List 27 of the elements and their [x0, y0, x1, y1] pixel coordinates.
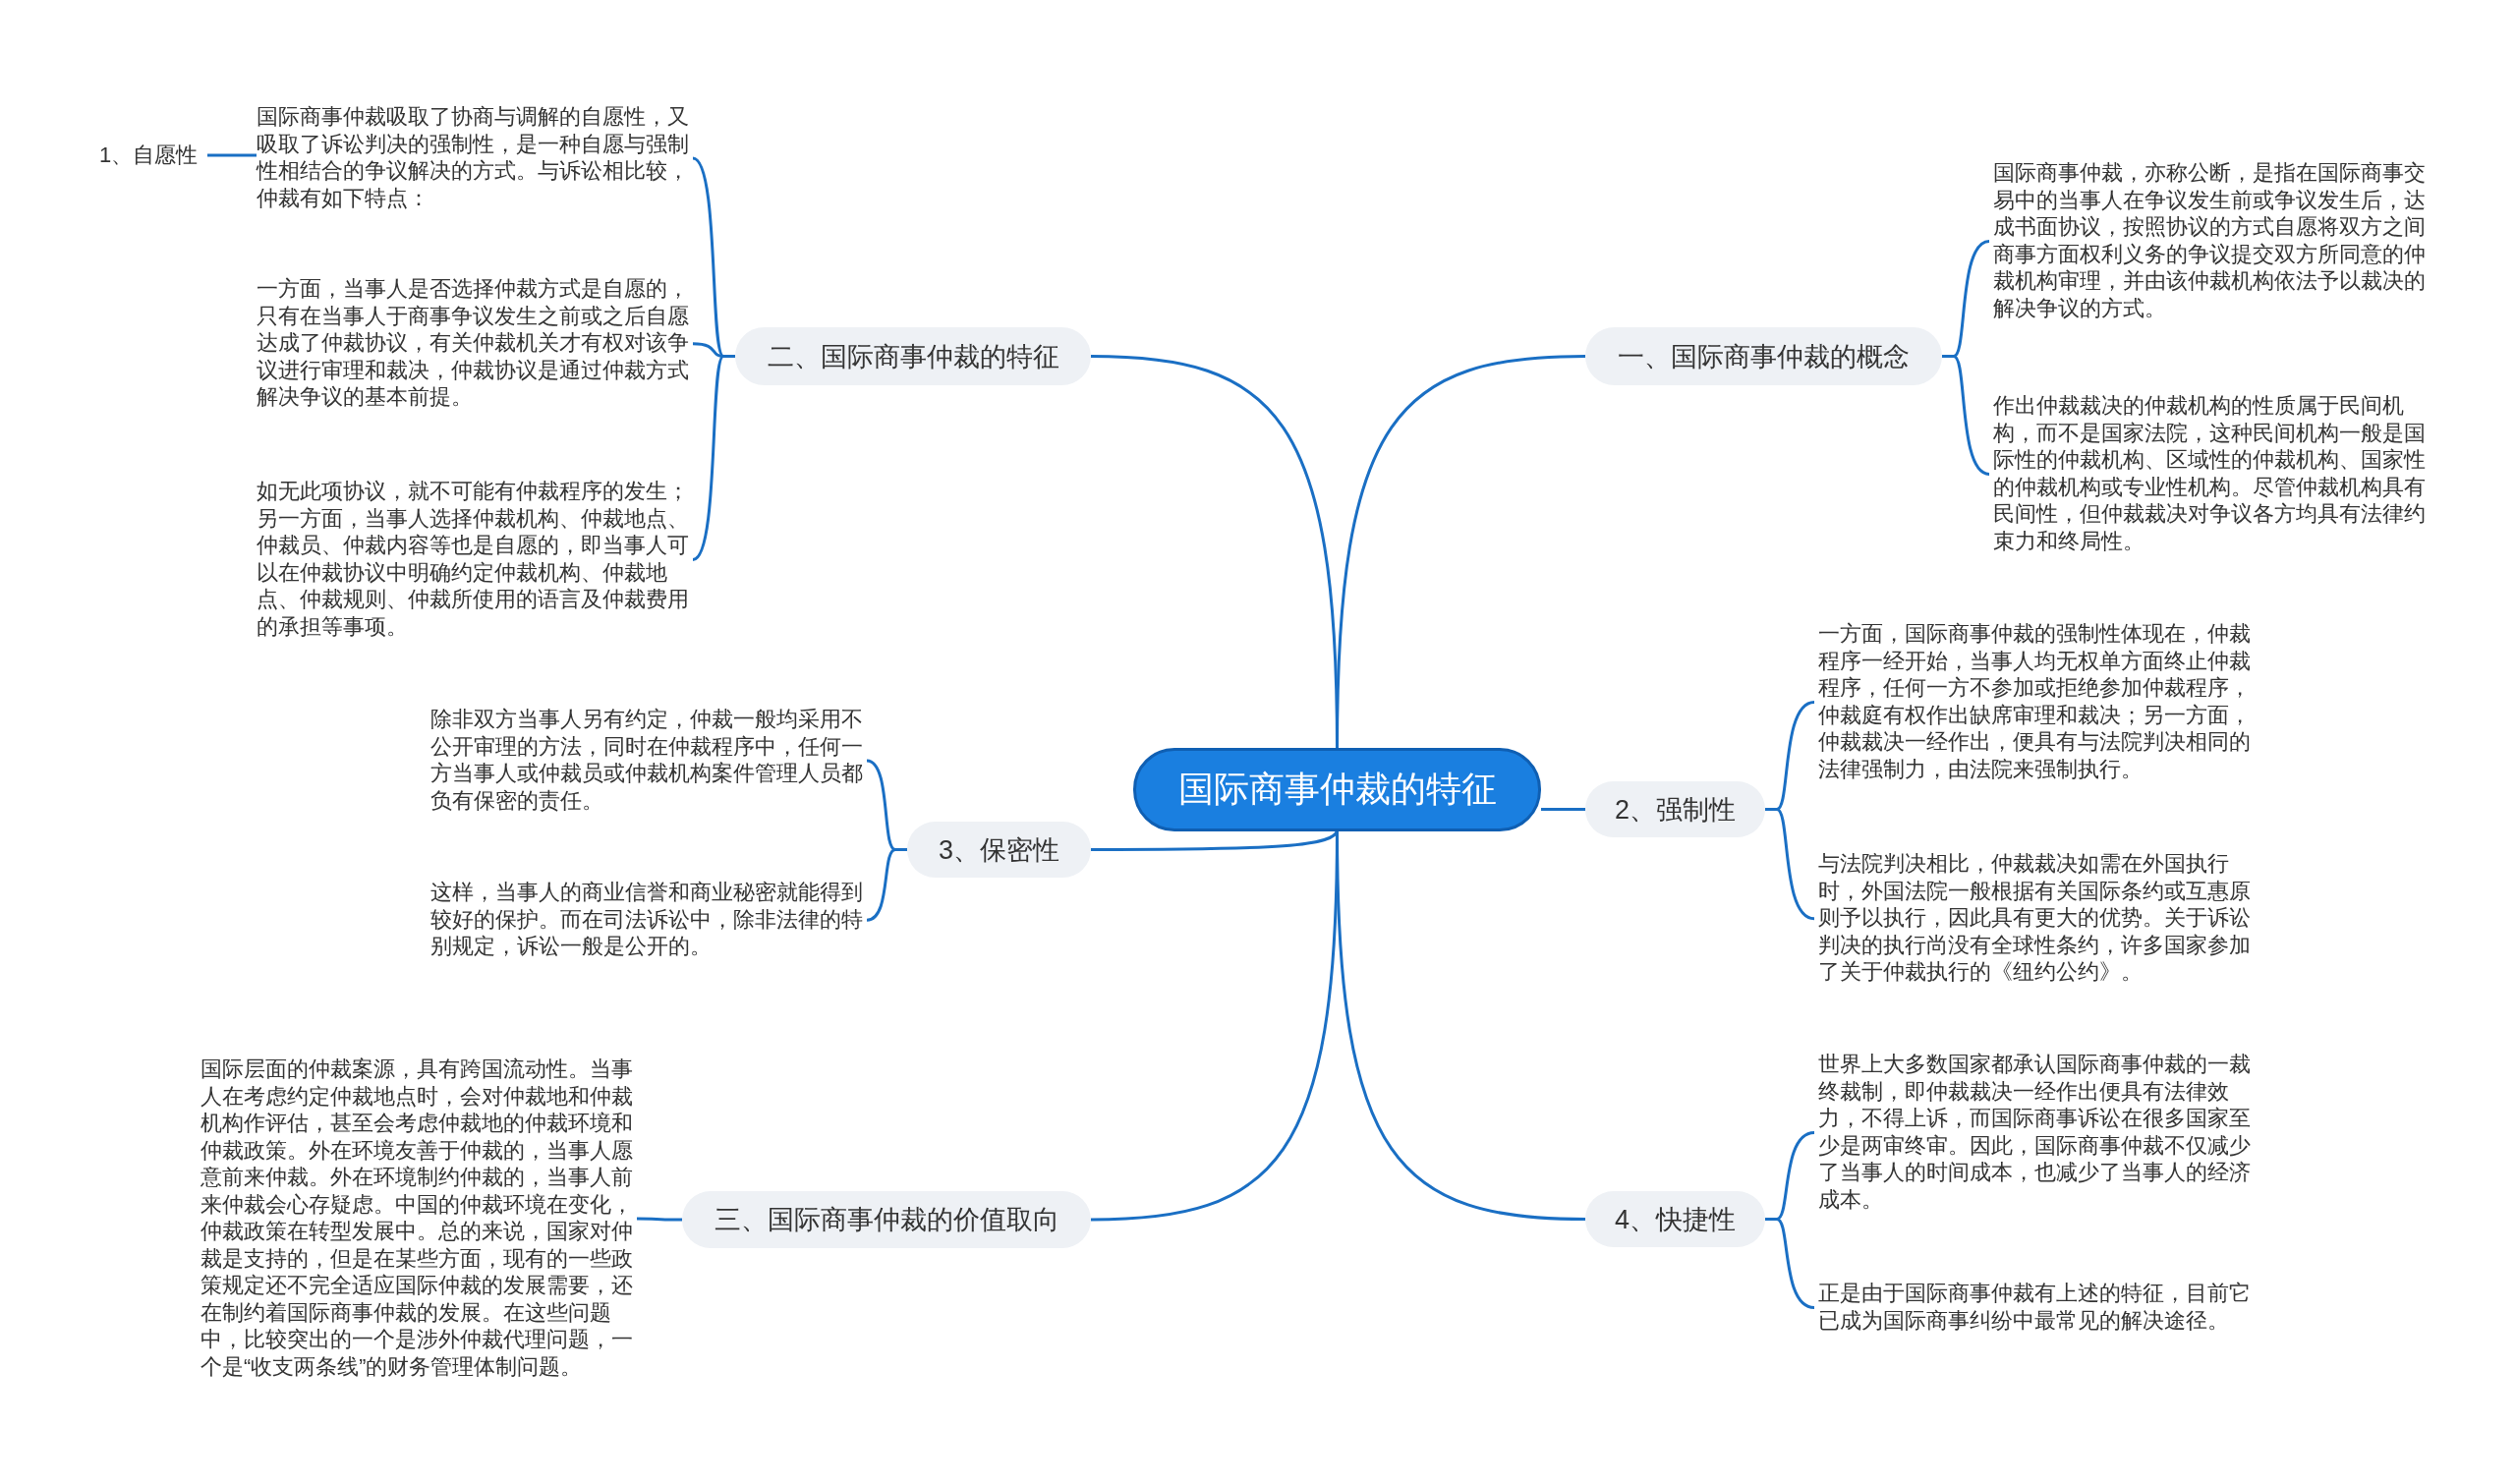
connector-line — [637, 1217, 682, 1222]
topic-pill: 一、国际商事仲裁的概念 — [1585, 327, 1942, 385]
connector-line — [1541, 808, 1585, 811]
note-text: 国际商事仲裁，亦称公断，是指在国际商事交易中的当事人在争议发生前或争议发生后，达成书面协议，按照协议的方式自愿将双方之间商事方面权利义务的争议提交双方所同意的仲裁机构审理，并由该仲裁机构依法予以裁决的解决争议的方式。 — [1993, 160, 2426, 322]
note-text: 一方面，当事人是否选择仲裁方式是自愿的，只有在当事人于商事争议发生之前或之后自愿达成了仲裁协议，有关仲裁机关才有权对该争议进行审理和裁决，仲裁协议是通过仲裁方式解决争议的基本前提。 — [257, 276, 689, 412]
topic-pill: 2、强制性 — [1585, 781, 1765, 837]
subtopic-label: 1、自愿性 — [99, 138, 207, 173]
topic-pill: 三、国际商事仲裁的价值取向 — [682, 1191, 1091, 1248]
note-text: 除非双方当事人另有约定，仲裁一般均采用不公开审理的方法，同时在仲裁程序中，任何一方当事人或仲裁员或仲裁机构案件管理人员都负有保密的责任。 — [430, 707, 863, 815]
note-text: 与法院判决相比，仲裁裁决如需在外国执行时，外国法院一般根据有关国际条约或互惠原则予以执行，因此具有更大的优势。关于诉讼判决的执行尚没有全球性条约，许多国家参加了关于仲裁执行的《纽约公约》。 — [1818, 851, 2251, 987]
central-topic: 国际商事仲裁的特征 — [1133, 748, 1541, 831]
note-text: 一方面，国际商事仲裁的强制性体现在，仲裁程序一经开始，当事人均无权单方面终止仲裁程序，任何一方不参加或拒绝参加仲裁程序，仲裁庭有权作出缺席审理和裁决；另一方面，仲裁裁决一经作出，便具有与法院判决相同的法律强制力，由法院来强制执行。 — [1818, 621, 2251, 783]
note-text: 这样，当事人的商业信誉和商业秘密就能得到较好的保护。而在司法诉讼中，除非法律的特别规定，诉讼一般是公开的。 — [430, 880, 863, 961]
connector-line — [1765, 808, 1815, 921]
topic-pill: 二、国际商事仲裁的特征 — [735, 327, 1091, 385]
topic-pill: 3、保密性 — [907, 822, 1091, 878]
connector-line — [207, 153, 257, 157]
topic-pill: 4、快捷性 — [1585, 1191, 1765, 1247]
connector-line — [1765, 1218, 1815, 1309]
note-text: 国际层面的仲裁案源，具有跨国流动性。当事人在考虑约定仲裁地点时，会对仲裁地和仲裁机构作评估，甚至会考虑仲裁地的仲裁环境和仲裁政策。外在环境友善于仲裁的，当事人愿意前来仲裁。外在环境制约仲裁的，当事人前来仲裁会心存疑虑。中国的仲裁环境在变化，仲裁政策在转型发展中。总的来说，国家对仲裁是支持的，但是在某些方面，现有的一些政策规定还不完全适应国际仲裁的发展需要，还在制约着国际商事仲裁的发展。在这些问题中，比较突出的一个是涉外仲裁代理问题，一个是“收支两条线”的财务管理体制问题。 — [200, 1056, 633, 1381]
note-text: 如无此项协议，就不可能有仲裁程序的发生；另一方面，当事人选择仲裁机构、仲裁地点、仲裁员、仲裁内容等也是自愿的，即当事人可以在仲裁协议中明确约定仲裁机构、仲裁地点、仲裁规则、仲裁所使用的语言及仲裁费用的承担等事项。 — [257, 479, 689, 641]
note-text: 正是由于国际商事仲裁有上述的特征，目前它已成为国际商事纠纷中最常见的解决途径。 — [1818, 1281, 2251, 1335]
connector-line — [866, 848, 907, 922]
connector-line — [1942, 355, 1990, 476]
note-text: 世界上大多数国家都承认国际商事仲裁的一裁终裁制，即仲裁裁决一经作出便具有法律效力，不得上诉，而国际商事诉讼在很多国家至少是两审终审。因此，国际商事仲裁不仅减少了当事人的时间成本，也减少了当事人的经济成本。 — [1818, 1052, 2251, 1214]
note-text: 作出仲裁裁决的仲裁机构的性质属于民间机构，而不是国家法院，这种民间机构一般是国际性的仲裁机构、区域性的仲裁机构、国家性的仲裁机构或专业性机构。尽管仲裁机构具有民间性，但仲裁裁决对争议各方均具有法律约束力和终局性。 — [1993, 393, 2426, 555]
note-text: 国际商事仲裁吸取了协商与调解的自愿性，又吸取了诉讼判决的强制性，是一种自愿与强制性相结合的争议解决的方式。与诉讼相比较，仲裁有如下特点： — [257, 104, 689, 212]
